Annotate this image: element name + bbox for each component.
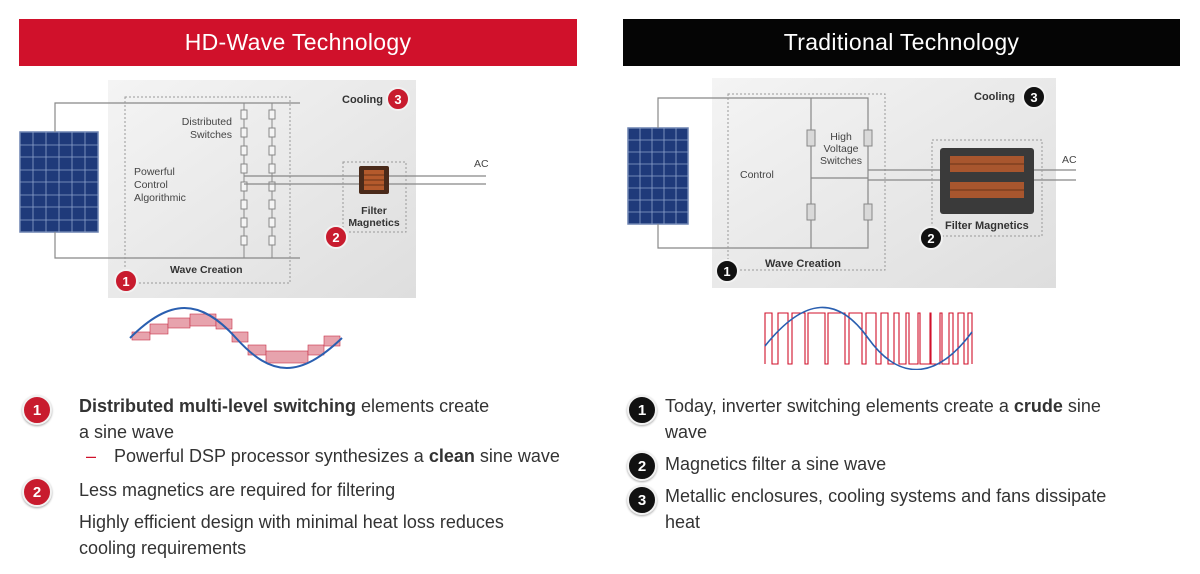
cooling-label: Cooling [342,94,383,106]
control-label: Control [740,169,774,181]
wave-creation-label: Wave Creation [170,264,243,276]
filter-label: Magnetics [348,217,400,229]
pwm-square-wave [764,306,973,370]
badge-cooling: 3 [1022,85,1046,109]
bullet-badge-1: 1 [22,395,52,425]
cooling-label: Cooling [974,91,1015,103]
badge-filter: 2 [324,225,348,249]
stepped-sine-wave [129,307,343,369]
svg-text:1: 1 [122,274,129,289]
hd-wave-header: HD-Wave Technology [19,19,577,66]
left-bullet-2: Less magnetics are required for filterin… [79,480,396,500]
filter-magnetics-icon [359,166,389,194]
badge-wave: 1 [715,259,739,283]
left-bullet-1: Distributed multi-level switching elemen… [79,396,490,442]
switches-label: Switches [190,129,232,141]
bullet-badge-1: 1 [627,395,657,425]
control-label: Algorithmic [134,192,186,204]
left-sub-bullet: –Powerful DSP processor synthesizes a cl… [86,446,560,466]
svg-text:1: 1 [723,264,730,279]
badge-wave: 1 [114,269,138,293]
ac-label: AC [1062,154,1077,166]
traditional-header: Traditional Technology [623,19,1180,66]
svg-text:2: 2 [332,230,339,245]
control-label: Control [134,179,168,191]
bullet-badge-2: 2 [22,477,52,507]
badge-filter: 2 [919,226,943,250]
ac-label: AC [474,158,489,170]
filter-label: Filter Magnetics [945,220,1029,232]
wave-creation-label: Wave Creation [765,258,841,270]
solar-panel-icon [19,131,99,233]
switches-label: Distributed [182,116,232,128]
right-bullet-2: Magnetics filter a sine wave [665,454,887,474]
svg-text:2: 2 [927,231,934,246]
bullet-badge-3: 3 [627,485,657,515]
svg-text:3: 3 [1030,90,1037,105]
right-bullet-3: Metallic enclosures, cooling systems and… [665,486,1107,532]
filter-label: Filter [361,205,387,217]
traditional-diagram: Cooling High Voltage Switches Control AC… [627,78,1077,370]
switches-label: Voltage [823,143,858,155]
bullet-badge-2: 2 [627,451,657,481]
switches-label: Switches [820,155,862,167]
badge-cooling: 3 [386,87,410,111]
hd-wave-diagram: Cooling Distributed Switches Powerful Co… [19,80,489,369]
right-bullet-1: Today, inverter switching elements creat… [665,396,1101,442]
left-bullet-3: Highly efficient design with minimal hea… [79,512,504,558]
svg-text:3: 3 [394,92,401,107]
filter-magnetics-icon [940,148,1034,214]
switches-label: High [830,131,852,143]
control-label: Powerful [134,166,175,178]
solar-panel-icon [627,127,689,225]
